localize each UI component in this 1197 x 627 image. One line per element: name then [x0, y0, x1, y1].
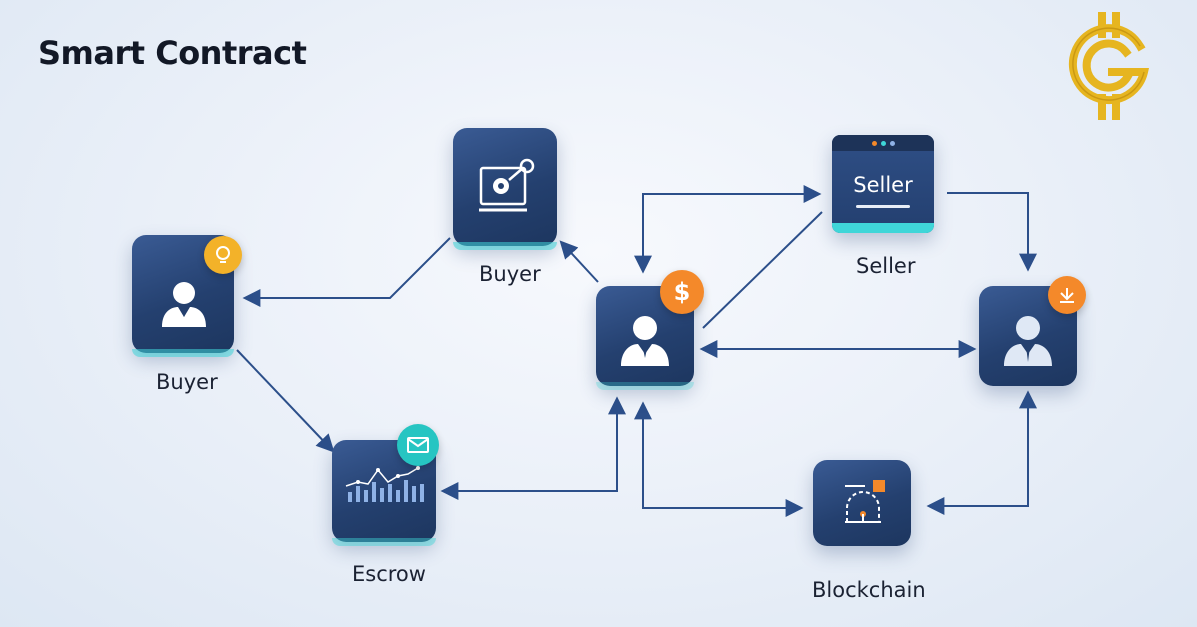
download-icon [1060, 288, 1074, 303]
edge-center-to-seller-diagonal [702, 211, 823, 329]
edge-buyer-left-to-escrow [236, 349, 335, 453]
blockchain-icon [845, 480, 885, 523]
seller-panel-text: Seller [853, 173, 913, 197]
edge-center-to-blockchain [634, 401, 804, 517]
buyer-left-badge [204, 236, 242, 274]
edge-escrow-to-center [440, 396, 626, 500]
businessman-tie-icon [1004, 316, 1052, 366]
edge-buyer-top-to-buyer-left [242, 237, 451, 307]
dollar-icon: $ [673, 278, 691, 306]
escrow-label: Escrow [352, 562, 426, 586]
contract-screen-icon [479, 158, 535, 212]
edge-center-to-buyer-top [559, 240, 599, 283]
dollar-badge: $ [660, 270, 704, 314]
envelope-icon [407, 437, 429, 453]
seller-panel-node: Seller [832, 135, 934, 233]
gold-coin-logo-icon [1068, 12, 1150, 120]
edge-center-to-seller-loop [634, 185, 822, 274]
blockchain-label: Blockchain [812, 578, 926, 602]
buyer-left-label: Buyer [156, 370, 218, 394]
page-title: Smart Contract [38, 34, 307, 72]
right-user-badge [1048, 276, 1086, 314]
buyer-left-node [132, 235, 234, 357]
escrow-badge [397, 424, 439, 466]
blockchain-node [813, 460, 911, 546]
seller-label: Seller [856, 254, 916, 278]
buyer-top-label: Buyer [479, 262, 541, 286]
escrow-node [332, 440, 436, 546]
buyer-top-node [453, 128, 557, 250]
edge-seller-to-right-user [947, 192, 1037, 272]
businessman-icon [621, 316, 669, 366]
edge-blockchain-to-right-user [926, 390, 1037, 515]
bulb-icon [216, 246, 230, 263]
user-icon [162, 282, 206, 327]
chart-icon [345, 466, 424, 502]
